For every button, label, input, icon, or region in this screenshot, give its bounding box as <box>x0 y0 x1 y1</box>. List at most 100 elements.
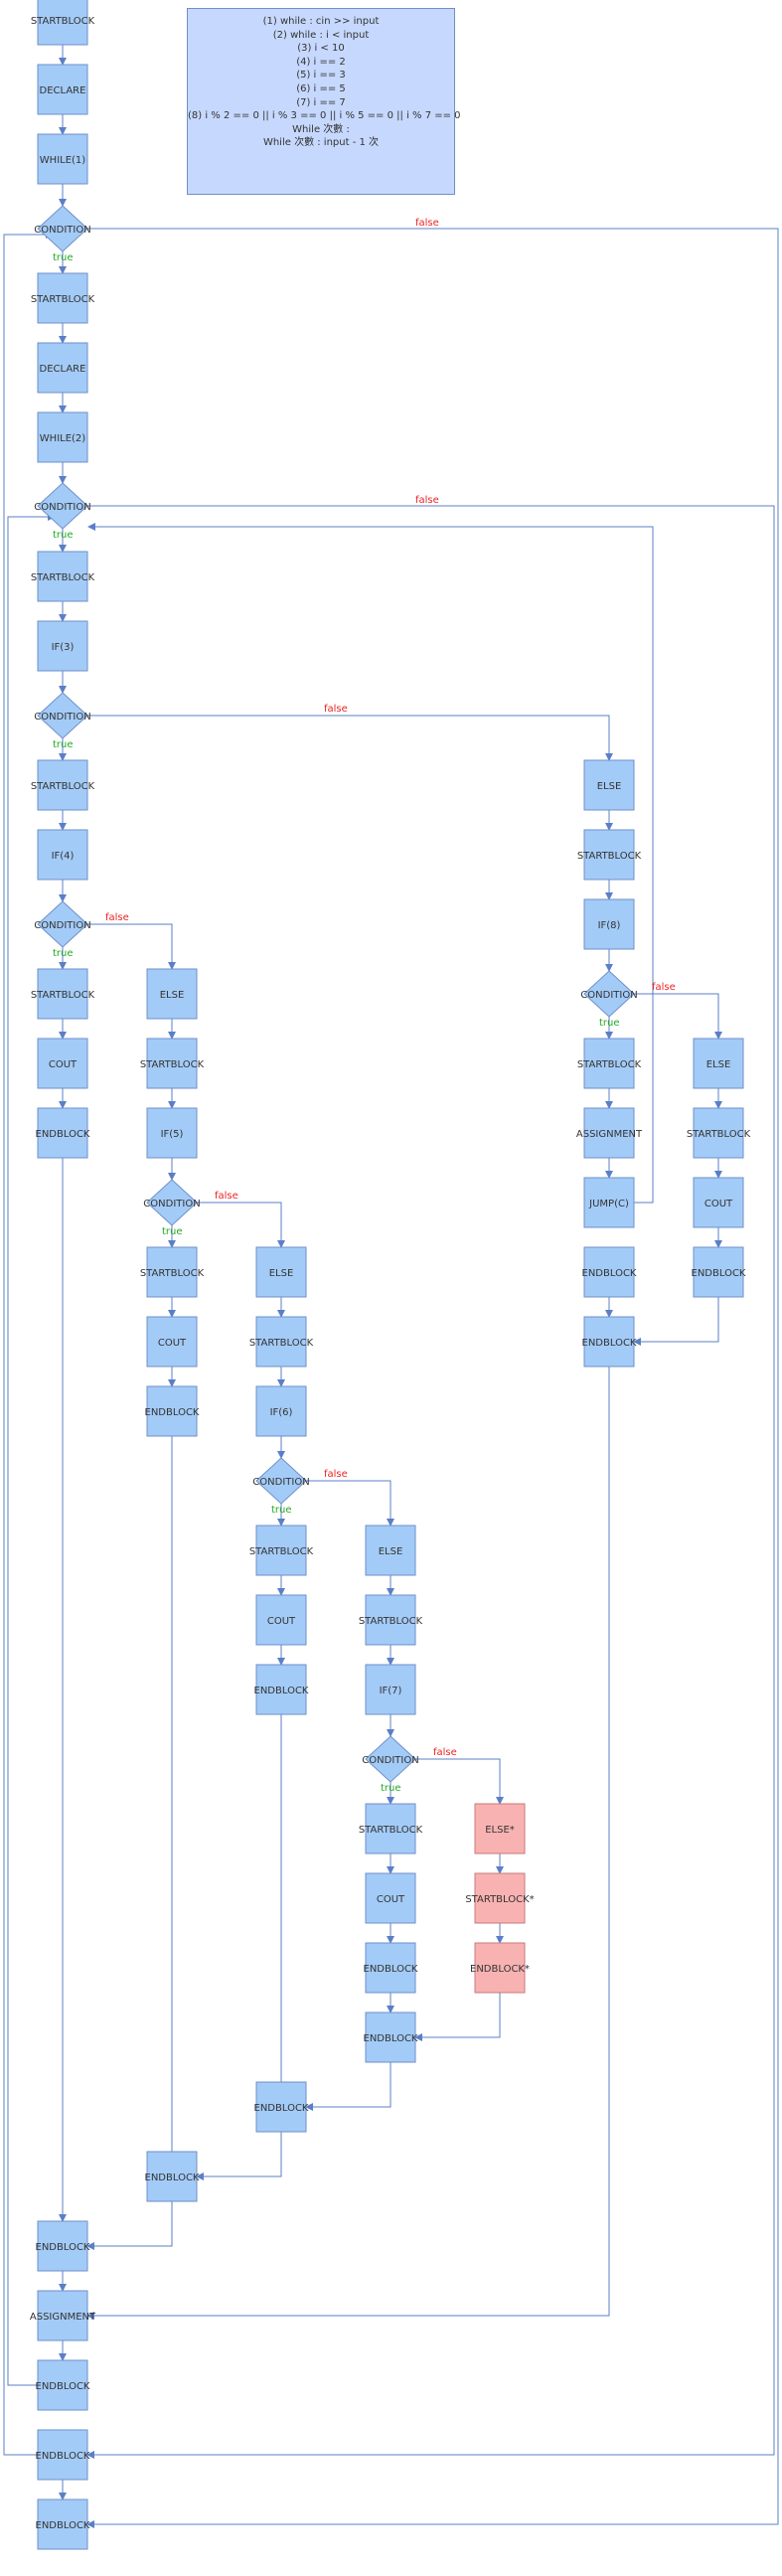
node-label: STARTBLOCK <box>31 294 95 305</box>
false-edge <box>306 1480 394 1527</box>
node-label: ENDBLOCK <box>692 1268 746 1279</box>
block-rect <box>146 1246 198 1298</box>
block-rect <box>255 1316 307 1368</box>
flow-node: IF(6) <box>255 1385 307 1437</box>
condition-diamond <box>37 692 88 739</box>
edge-arrow <box>86 1367 610 2320</box>
block-rect <box>474 1872 526 1924</box>
legend-line: (4) i == 2 <box>296 56 346 68</box>
legend-line: (3) i < 10 <box>297 43 345 55</box>
node-label: COUT <box>267 1616 296 1627</box>
flow-node: STARTBLOCK <box>359 1803 423 1854</box>
flow-node: STARTBLOCK <box>687 1107 751 1159</box>
node-label: WHILE(1) <box>40 155 86 166</box>
block-rect <box>365 1525 416 1576</box>
flow-node: STARTBLOCK <box>31 272 95 324</box>
block-rect <box>37 272 88 324</box>
false-edge <box>197 1202 285 1248</box>
node-label: ENDBLOCK <box>364 2033 418 2044</box>
false-edge <box>87 715 613 761</box>
block-rect <box>693 1038 744 1089</box>
flow-node: ELSE <box>255 1246 307 1298</box>
block-rect <box>37 0 88 46</box>
flow-node: IF(7) <box>365 1664 416 1715</box>
false-edge <box>415 1758 504 1805</box>
flow-node: ENDBLOCK <box>254 1664 309 1715</box>
condition-diamond <box>146 1179 198 1226</box>
node-label: IF(4) <box>52 851 75 862</box>
block-rect <box>37 411 88 463</box>
flow-node: STARTBLOCK <box>31 968 95 1020</box>
flow-node: IF(4) <box>37 829 88 881</box>
node-label: STARTBLOCK <box>140 1059 205 1070</box>
block-rect <box>365 1803 416 1854</box>
block-rect <box>37 759 88 811</box>
edge-arrow <box>171 1436 198 2180</box>
node-label: ENDBLOCK <box>145 1407 200 1418</box>
loop-back-edge <box>3 231 54 2456</box>
node-label: ENDBLOCK <box>36 1129 90 1140</box>
false-label: false <box>324 1469 348 1480</box>
condition-diamond <box>255 1457 307 1505</box>
node-label: COUT <box>704 1199 733 1209</box>
block-rect <box>365 1872 416 1924</box>
block-rect <box>37 64 88 115</box>
false-edge <box>87 923 176 970</box>
condition-node: CONDITION <box>362 1735 419 1783</box>
legend-line: (8) i % 2 == 0 || i % 3 == 0 || i % 5 ==… <box>188 110 461 122</box>
node-label: ENDBLOCK <box>36 2242 90 2253</box>
flow-node: STARTBLOCK <box>359 1594 423 1646</box>
node-label: IF(7) <box>380 1686 402 1696</box>
condition-node: CONDITION <box>34 482 91 530</box>
flow-node: STARTBLOCK <box>249 1316 314 1368</box>
node-label: IF(5) <box>161 1129 184 1140</box>
flow-node: ENDBLOCK <box>36 1107 90 1159</box>
false-label: false <box>415 218 439 229</box>
false-label: false <box>215 1191 238 1202</box>
block-rect <box>693 1177 744 1228</box>
condition-node: CONDITION <box>34 205 91 252</box>
block-rect <box>146 1038 198 1089</box>
node-label: CONDITION <box>34 920 90 931</box>
flow-node: JUMP(C) <box>583 1177 635 1228</box>
block-rect <box>583 1246 635 1298</box>
flow-node: COUT <box>255 1594 307 1646</box>
block-rect <box>37 2290 88 2341</box>
node-label: STARTBLOCK <box>359 1616 423 1627</box>
node-label: ENDBLOCK <box>582 1338 637 1349</box>
condition-diamond <box>37 900 88 948</box>
flow-node: ENDBLOCK <box>364 1942 418 1994</box>
edge-arrow <box>280 1714 307 2111</box>
flow-node: ELSE* <box>474 1803 526 1854</box>
block-rect <box>37 1107 88 1159</box>
flow-node: DECLARE <box>37 64 88 115</box>
node-label: CONDITION <box>34 712 90 723</box>
true-label: true <box>599 1018 620 1029</box>
flow-node: ELSE <box>365 1525 416 1576</box>
condition-diamond <box>365 1735 416 1783</box>
node-label: ASSIGNMENT <box>576 1129 643 1140</box>
true-label: true <box>53 948 74 959</box>
flow-node: ENDBLOCK <box>364 2012 418 2063</box>
loop-back-edge <box>7 513 56 2386</box>
block-rect <box>255 1664 307 1715</box>
nodes-layer: STARTBLOCK DECLARE WHILE(1) CONDITION STARTB… <box>30 0 751 2550</box>
node-label: ENDBLOCK <box>254 2103 309 2114</box>
node-label: COUT <box>49 1059 78 1070</box>
node-label: ENDBLOCK <box>254 1686 309 1696</box>
block-rect <box>146 2151 198 2202</box>
block-rect <box>146 1107 198 1159</box>
true-label: true <box>271 1505 292 1516</box>
true-label: true <box>53 739 74 750</box>
flow-node: DECLARE <box>37 342 88 394</box>
node-label: DECLARE <box>40 364 86 375</box>
false-edge <box>634 993 722 1040</box>
node-label: STARTBLOCK <box>31 990 95 1001</box>
condition-diamond <box>583 970 635 1018</box>
condition-diamond <box>37 482 88 530</box>
flow-node: IF(3) <box>37 620 88 672</box>
node-label: CONDITION <box>34 225 90 236</box>
block-rect <box>255 1594 307 1646</box>
block-rect <box>37 2359 88 2411</box>
node-label: STARTBLOCK <box>31 781 95 792</box>
